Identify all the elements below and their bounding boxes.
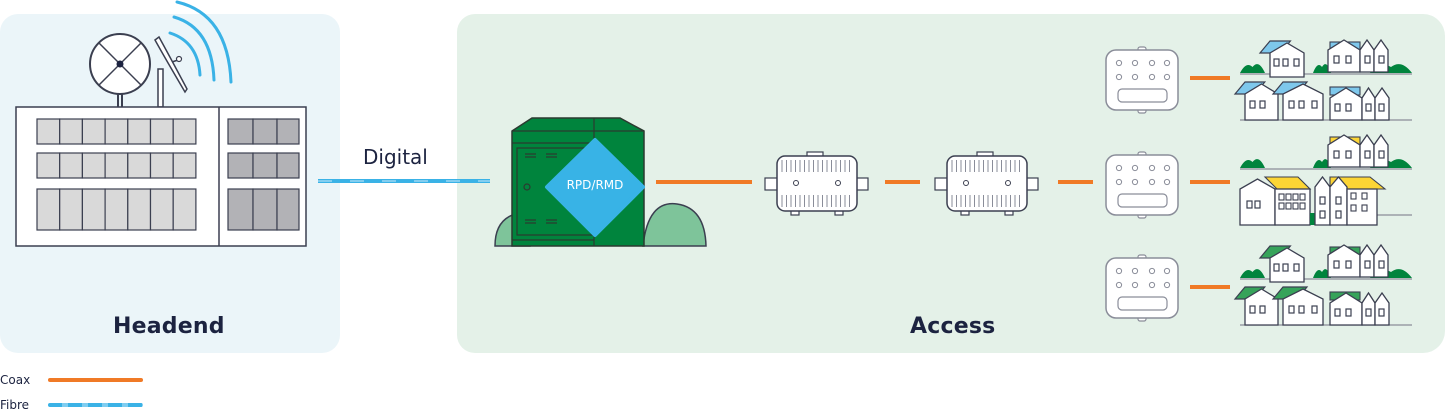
legend-item-coax: Coax [0, 373, 143, 387]
rack-unit [276, 188, 300, 231]
rack-row [36, 188, 197, 231]
rpd-rmd-label: RPD/RMD [566, 178, 624, 192]
rack-unit [252, 188, 278, 231]
rack-unit [104, 152, 129, 179]
rpd-rmd-node [545, 138, 645, 237]
parabolic-antenna-icon [154, 35, 188, 94]
rack-row [36, 152, 197, 179]
rack-unit [276, 152, 300, 179]
rack-unit [127, 188, 152, 231]
rack-unit [227, 118, 254, 145]
rack-unit [36, 118, 61, 145]
neighbourhood-yellow-icon [1239, 133, 1412, 226]
rack-unit [81, 188, 106, 231]
rack-unit [172, 152, 197, 179]
rack-unit [252, 118, 278, 145]
rack-unit [276, 118, 300, 145]
access-title: Access [910, 314, 996, 339]
tap-icon [1105, 46, 1179, 114]
amplifier-icon [934, 151, 1039, 216]
rack-unit [127, 152, 152, 179]
rack-unit [104, 118, 129, 145]
tap-icon [1105, 151, 1179, 219]
rack-unit [252, 152, 278, 179]
coax-links [656, 76, 1230, 289]
bush-right [642, 202, 707, 247]
neighbourhood-green-icon [1233, 243, 1412, 326]
neighbourhood-blue-icon [1233, 38, 1412, 121]
rack-unit [172, 118, 197, 145]
rack-unit [172, 188, 197, 231]
amplifier-icon [764, 151, 869, 216]
rack-unit [104, 188, 129, 231]
rack-unit [149, 118, 174, 145]
rack-unit [59, 152, 84, 179]
legend-label: Fibre [0, 398, 30, 412]
legend-swatch-fibre [48, 403, 143, 407]
rack-row [36, 118, 197, 145]
rack-unit [149, 188, 174, 231]
legend-item-fibre: Fibre [0, 398, 143, 412]
rack-unit [227, 188, 254, 231]
legend-label: Coax [0, 373, 31, 387]
signal-waves-icon [168, 0, 233, 84]
rack-unit [227, 152, 254, 179]
headend-building [15, 106, 307, 247]
rack-row-dark [227, 118, 300, 145]
rack-unit [149, 152, 174, 179]
legend-swatch-coax [48, 378, 143, 382]
rack-unit [81, 118, 106, 145]
rack-unit [81, 152, 106, 179]
satellite-antennas [89, 0, 233, 108]
rack-unit [127, 118, 152, 145]
rack-unit [59, 188, 84, 231]
rack-row-dark [227, 188, 300, 231]
tap-icon [1105, 254, 1179, 322]
rack-unit [59, 118, 84, 145]
cabinet-lock-icon [523, 183, 531, 191]
digital-link-label: Digital [363, 145, 428, 169]
rack-unit [36, 188, 61, 231]
headend-title: Headend [113, 314, 225, 339]
rack-unit [36, 152, 61, 179]
rack-row-dark [227, 152, 300, 179]
